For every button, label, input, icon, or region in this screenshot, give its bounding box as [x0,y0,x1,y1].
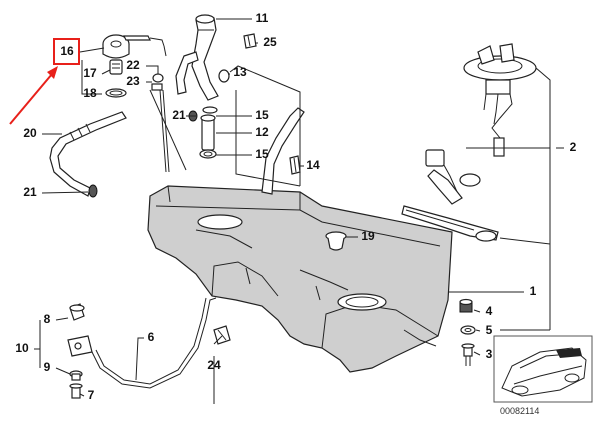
callout-c21b: 21 [172,108,186,122]
leader-lines [34,18,564,404]
fuel-tank [147,185,453,373]
callout-c21a: 21 [23,185,37,199]
callout-c7: 7 [88,388,95,402]
clip-part-25 [243,33,257,49]
callout-c6: 6 [148,330,155,344]
highlight-annotation [9,38,80,125]
callout-c13: 13 [233,65,247,79]
highlight-arrow-shaft [9,73,53,125]
callout-c4: 4 [486,304,493,318]
callout-c10: 10 [15,341,29,355]
callout-c5: 5 [486,323,493,337]
callout-c9: 9 [44,360,51,374]
callout-c18: 18 [83,86,97,100]
filler-cap-group [102,34,130,98]
vent-pipe [123,35,170,173]
clip-part-14 [289,155,301,175]
callout-c14: 14 [306,158,320,172]
breather-hose [49,111,127,198]
callout-c23: 23 [126,74,140,88]
callout-c1: 1 [530,284,537,298]
callout-c16: 16 [60,44,74,58]
filler-pipe-group [175,14,230,159]
callout-c15a: 15 [255,108,269,122]
strap-assembly [67,297,231,399]
diagram-reference-number: 00082114 [500,406,539,416]
callout-c20: 20 [23,126,37,140]
filler-neck-tube [261,107,305,195]
callout-c24: 24 [207,358,221,372]
mounting-hardware-right [459,298,476,366]
callout-c15b: 15 [255,147,269,161]
callout-c19: 19 [361,229,375,243]
callout-c3: 3 [486,347,493,361]
vehicle-thumbnail [493,335,593,403]
highlight-box [53,38,80,65]
callout-c22: 22 [126,58,140,72]
highlight-arrow-head [47,66,58,79]
plug-part-19 [325,231,347,251]
fuel-pump-sender [401,43,537,242]
callout-c2: 2 [570,140,577,154]
callout-c17: 17 [83,66,97,80]
callout-c11: 11 [256,11,269,25]
callout-c12: 12 [255,125,269,139]
callout-c25: 25 [263,35,277,49]
callout-c8: 8 [44,312,51,326]
